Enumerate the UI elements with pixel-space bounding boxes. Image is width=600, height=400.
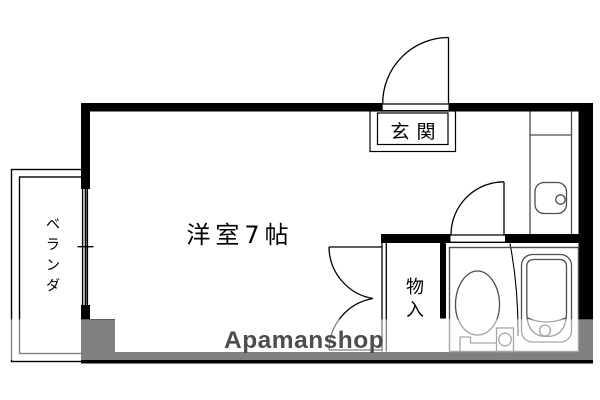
entrance-label: 玄関 [390,121,443,143]
storage-label: 物入 [403,277,424,323]
washroom-partition [529,111,573,234]
entrance-step [369,110,457,153]
sliding-window-icon [77,189,94,305]
bathroom-door-icon [450,181,519,337]
washbasin-icon [534,181,568,215]
watermark-text: Apamanshop [224,327,385,354]
entrance-door-icon [382,36,450,104]
veranda-label: ベランダ [43,216,60,298]
watermark-band [0,319,600,360]
main-room-label: 洋室7帖 [186,221,294,249]
